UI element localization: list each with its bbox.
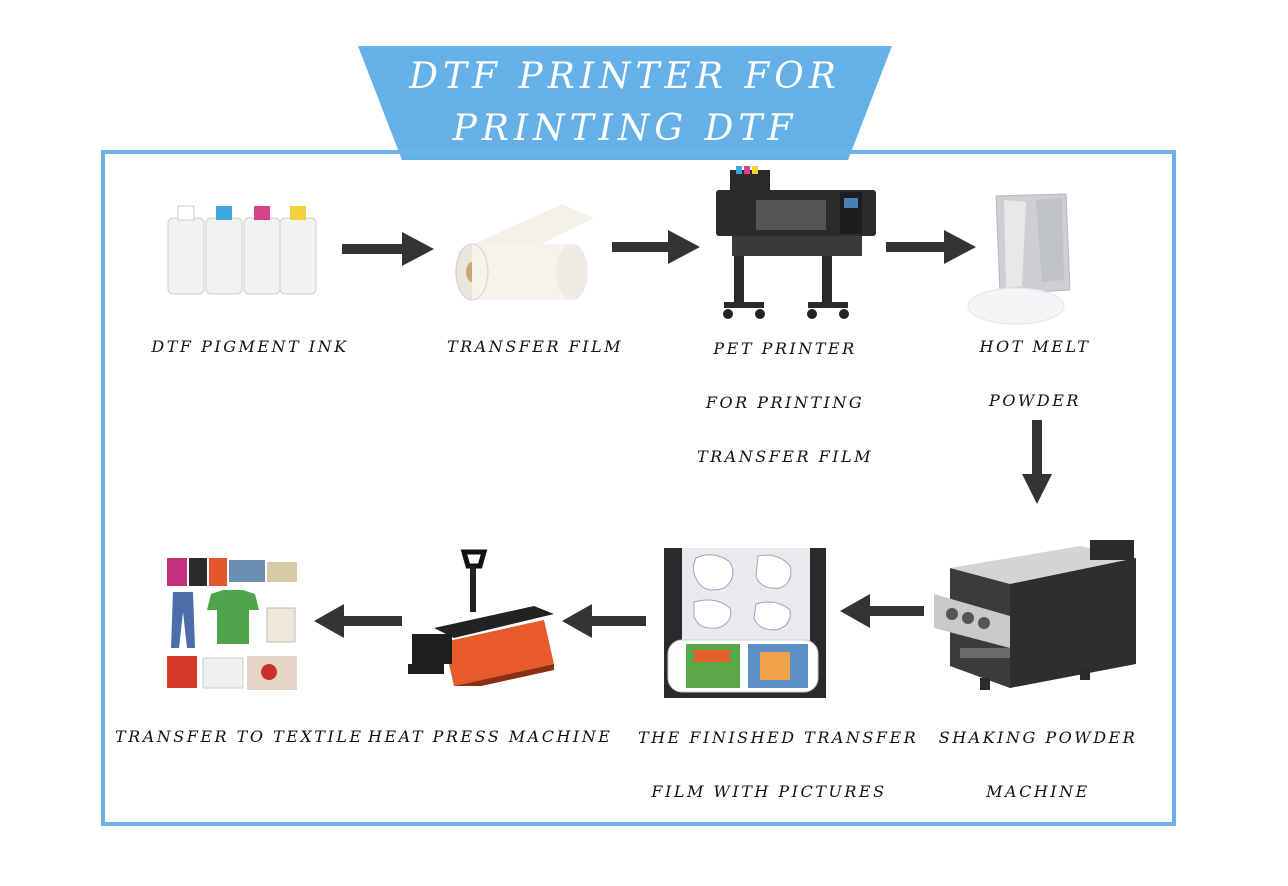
caption-shaker-line-1: SHAKING POWDER <box>938 728 1138 747</box>
banner-title: DTF PRINTER FOR PRINTING DTF <box>358 46 892 160</box>
caption-powder-line-1: HOT MELT <box>979 337 1091 356</box>
caption-film: TRANSFER FILM <box>425 320 645 374</box>
heat-press-icon <box>404 546 560 692</box>
caption-printer: PET PRINTER FOR PRINTING TRANSFER FILM <box>675 322 895 484</box>
caption-textile: TRANSFER TO TEXTILE <box>115 710 364 764</box>
caption-shaker-line-2: MACHINE <box>986 782 1090 801</box>
caption-printer-line-1: PET PRINTER <box>713 339 857 358</box>
caption-ink-line-1: DTF PIGMENT INK <box>151 337 349 356</box>
arrow-right-icon <box>342 232 434 266</box>
caption-ink: DTF PIGMENT INK <box>140 320 360 374</box>
caption-finished-line-2: FILM WITH PICTURES <box>651 782 887 801</box>
arrow-right-icon <box>612 230 700 264</box>
banner-shape <box>358 46 892 160</box>
ink-bottles-icon <box>160 198 320 298</box>
arrow-left-icon <box>314 604 402 638</box>
arrow-down-icon <box>1022 420 1052 504</box>
banner-line-2: PRINTING DTF <box>452 108 798 149</box>
arrow-right-icon <box>886 230 976 264</box>
caption-film-line-1: TRANSFER FILM <box>446 337 624 356</box>
printer-icon <box>712 162 882 330</box>
caption-printer-line-2: FOR PRINTING <box>705 393 865 412</box>
caption-press-line-1: HEAT PRESS MACHINE <box>368 727 613 746</box>
caption-printer-line-3: TRANSFER FILM <box>696 447 874 466</box>
shaking-machine-icon <box>930 538 1140 700</box>
caption-press: HEAT PRESS MACHINE <box>368 710 613 764</box>
caption-powder-line-2: POWDER <box>989 391 1081 410</box>
caption-powder: HOT MELT POWDER <box>925 320 1145 428</box>
caption-shaker: SHAKING POWDER MACHINE <box>928 711 1148 819</box>
title-banner: DTF PRINTER FOR PRINTING DTF <box>358 46 892 160</box>
caption-finished-line-1: THE FINISHED TRANSFER <box>638 728 919 747</box>
textile-collage-icon <box>163 556 301 696</box>
process-frame <box>101 150 1176 826</box>
caption-finished: THE FINISHED TRANSFER FILM WITH PICTURES <box>638 711 919 819</box>
arrow-left-icon <box>840 594 924 628</box>
film-roll-icon <box>450 190 600 308</box>
printed-film-icon <box>664 548 826 698</box>
arrow-left-icon <box>562 604 646 638</box>
caption-textile-line-1: TRANSFER TO TEXTILE <box>115 727 364 746</box>
powder-bag-icon <box>966 190 1082 328</box>
banner-line-1: DTF PRINTER FOR <box>409 56 841 97</box>
